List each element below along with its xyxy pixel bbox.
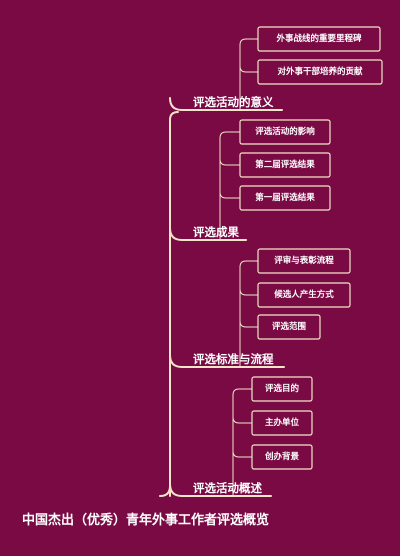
subtopic-box — [239, 152, 331, 178]
subtopic-label: 创办背景 — [264, 451, 300, 462]
branch-line — [169, 483, 272, 497]
child-tick — [219, 158, 241, 166]
subtopic-box — [251, 444, 313, 470]
branch-line — [169, 354, 285, 368]
subtopic-box — [257, 248, 351, 274]
subtopic-label: 评选范围 — [272, 321, 306, 332]
child-connector — [239, 38, 259, 111]
subtopic-label: 对外事干部培养的贡献 — [277, 66, 363, 77]
branch-topic-label: 评选标准与流程 — [193, 352, 274, 366]
subtopic-label: 第一届评选结果 — [255, 192, 315, 203]
child-tick — [232, 450, 253, 458]
subtopic-label: 主办单位 — [265, 417, 300, 428]
subtopic-label: 外事战线的重要里程碑 — [275, 33, 362, 44]
branch-line — [169, 97, 283, 111]
subtopic-box — [257, 282, 351, 308]
subtopic-box — [257, 26, 381, 52]
branch-topic-label: 评选成果 — [193, 225, 239, 239]
subtopic-box — [257, 314, 321, 340]
connector-lines — [159, 38, 285, 497]
subtopic-label: 候选人产生方式 — [274, 289, 334, 300]
child-tick — [239, 288, 259, 296]
child-connector — [232, 388, 253, 497]
subtopic-label: 评选活动的影响 — [255, 126, 315, 137]
root-title: 中国杰出（优秀）青年外事工作者评选概览 — [22, 512, 269, 528]
branch-line — [169, 227, 247, 241]
subtopic-label: 评选目的 — [265, 383, 300, 394]
trunk-line — [169, 111, 179, 497]
root-connector — [159, 485, 171, 497]
child-connector — [239, 260, 259, 368]
child-tick — [219, 191, 241, 199]
child-connector — [219, 131, 241, 241]
child-tick — [232, 416, 253, 424]
subtopic-box — [239, 185, 331, 211]
subtopic-box — [257, 59, 383, 85]
subtopic-label: 第二届评选结果 — [255, 159, 315, 170]
branch-topic-label: 评选活动的意义 — [193, 95, 274, 109]
branch-topic-label: 评选活动概述 — [193, 481, 262, 495]
child-tick — [239, 65, 259, 73]
subtopic-box — [251, 410, 313, 436]
child-tick — [239, 320, 259, 328]
subtopic-box — [251, 376, 313, 402]
subtopic-box — [239, 119, 331, 145]
subtopic-boxes — [239, 26, 383, 470]
subtopic-label: 评审与表彰流程 — [274, 255, 334, 266]
